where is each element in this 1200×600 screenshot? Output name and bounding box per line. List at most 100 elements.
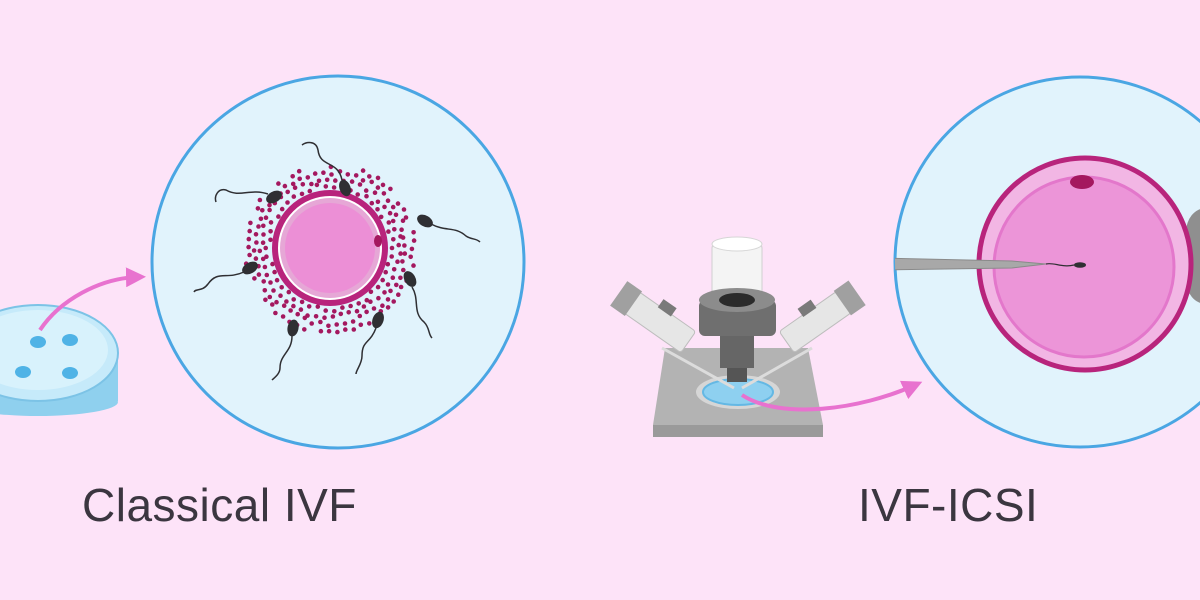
corona-cell-dot [318, 328, 324, 334]
corona-cell-dot [380, 303, 385, 309]
corona-cell-dot [381, 191, 387, 196]
corona-cell-dot [295, 311, 301, 317]
sperm-icon [271, 319, 299, 381]
corona-cell-dot [361, 304, 367, 309]
corona-cell-dot [401, 267, 406, 273]
corona-cell-dot [354, 308, 360, 314]
corona-cell-dot [383, 269, 389, 275]
sperm-icon [301, 141, 351, 197]
corona-cell-dot [408, 254, 414, 260]
corona-cell-dot [258, 216, 264, 222]
corona-cell-dot [261, 232, 266, 237]
corona-cell-dot [312, 171, 318, 176]
corona-cell-dot [411, 263, 416, 268]
corona-cell-dot [356, 301, 362, 306]
corona-cell-dot [355, 192, 361, 197]
corona-cell-dot [285, 189, 291, 195]
corona-cell-dot [264, 254, 269, 259]
corona-cell-dot [307, 188, 313, 194]
corona-cell-dot [386, 220, 392, 225]
corona-cell-dot [260, 208, 265, 213]
corona-cell-dot [262, 264, 268, 270]
sperm-group-classical [193, 141, 481, 381]
corona-cell-dot [264, 272, 270, 278]
corona-cell-dot [256, 272, 262, 277]
corona-cell-dot [357, 313, 363, 319]
corona-cell-dot [253, 232, 259, 237]
corona-cell-dot [262, 288, 268, 293]
corona-cell-dot [297, 176, 303, 182]
corona-cell-dot [385, 198, 391, 203]
corona-cell-dot [401, 207, 407, 212]
corona-cell-dot [345, 172, 351, 177]
corona-cell-dot [389, 245, 395, 251]
corona-cell-dot [394, 282, 399, 288]
classical-ivf-label: Classical IVF [82, 479, 357, 531]
arrow-icon [38, 267, 146, 332]
sperm-icon [417, 214, 481, 243]
corona-cell-dot [274, 277, 280, 283]
corona-cell-dot [309, 321, 315, 326]
corona-cell-dot [246, 244, 251, 250]
corona-cell-dot [400, 218, 406, 223]
corona-cell-dot [395, 201, 401, 206]
corona-cell-dot [254, 240, 259, 245]
corona-cell-dot [309, 181, 314, 187]
corona-cell-dot [292, 185, 298, 190]
corona-cell-dot [360, 178, 366, 183]
corona-cell-dot [403, 215, 409, 220]
corona-cell-dot [314, 182, 320, 188]
corona-cell-dot [279, 285, 285, 290]
corona-cell-dot [291, 194, 297, 199]
corona-cell-dot [299, 299, 305, 305]
corona-cell-dot [315, 304, 321, 309]
corona-cell-dot [323, 184, 329, 189]
corona-cell-dot [291, 297, 297, 302]
corona-cell-dot [398, 275, 403, 281]
corona-cell-dot [331, 185, 337, 190]
corona-cell-dot [284, 299, 289, 304]
corona-cell-dot [333, 178, 338, 183]
corona-cell-dot [375, 175, 381, 181]
corona-cell-dot [302, 315, 308, 321]
corona-cell-dot [400, 235, 406, 240]
corona-cell-dot [350, 319, 356, 324]
corona-cell-dot [349, 179, 355, 184]
corona-cell-dot [388, 186, 393, 192]
corona-cell-dot [411, 230, 416, 235]
corona-cell-dot [306, 304, 312, 309]
corona-cell-dot [270, 302, 275, 307]
corona-cell-dot [388, 288, 393, 294]
corona-cell-dot [268, 280, 273, 285]
corona-cell-dot [340, 305, 345, 310]
corona-cell-dot [267, 294, 273, 300]
corona-cell-dot [368, 299, 373, 305]
corona-cell-dot [300, 182, 306, 187]
corona-cell-dot [358, 322, 364, 328]
microscope-icon [610, 236, 866, 437]
corona-cell-dot [267, 202, 272, 208]
corona-cell-dot [368, 289, 374, 295]
corona-cell-dot [251, 248, 257, 253]
corona-cell-dot [375, 207, 380, 212]
ivf-icsi-label: IVF-ICSI [858, 479, 1039, 531]
corona-cell-dot [260, 256, 266, 262]
corona-cell-dot [385, 305, 391, 310]
corona-cell-dot [285, 200, 290, 205]
corona-cell-dot [268, 220, 274, 225]
corona-cell-dot [324, 177, 330, 183]
corona-cell-dot [369, 200, 375, 206]
corona-cell-dot [330, 314, 336, 319]
corona-cell-dot [263, 297, 268, 303]
petri-dish-icon [0, 304, 119, 416]
corona-cell-dot [268, 237, 273, 243]
corona-cell-dot [351, 327, 357, 332]
corona-cell-dot [329, 172, 334, 177]
corona-cell-dot [252, 276, 257, 281]
corona-cell-dot [402, 243, 407, 248]
corona-cell-dot [335, 329, 340, 335]
corona-cell-dot [257, 248, 263, 254]
corona-cell-dot [261, 223, 266, 229]
corona-cell-dot [390, 275, 396, 281]
